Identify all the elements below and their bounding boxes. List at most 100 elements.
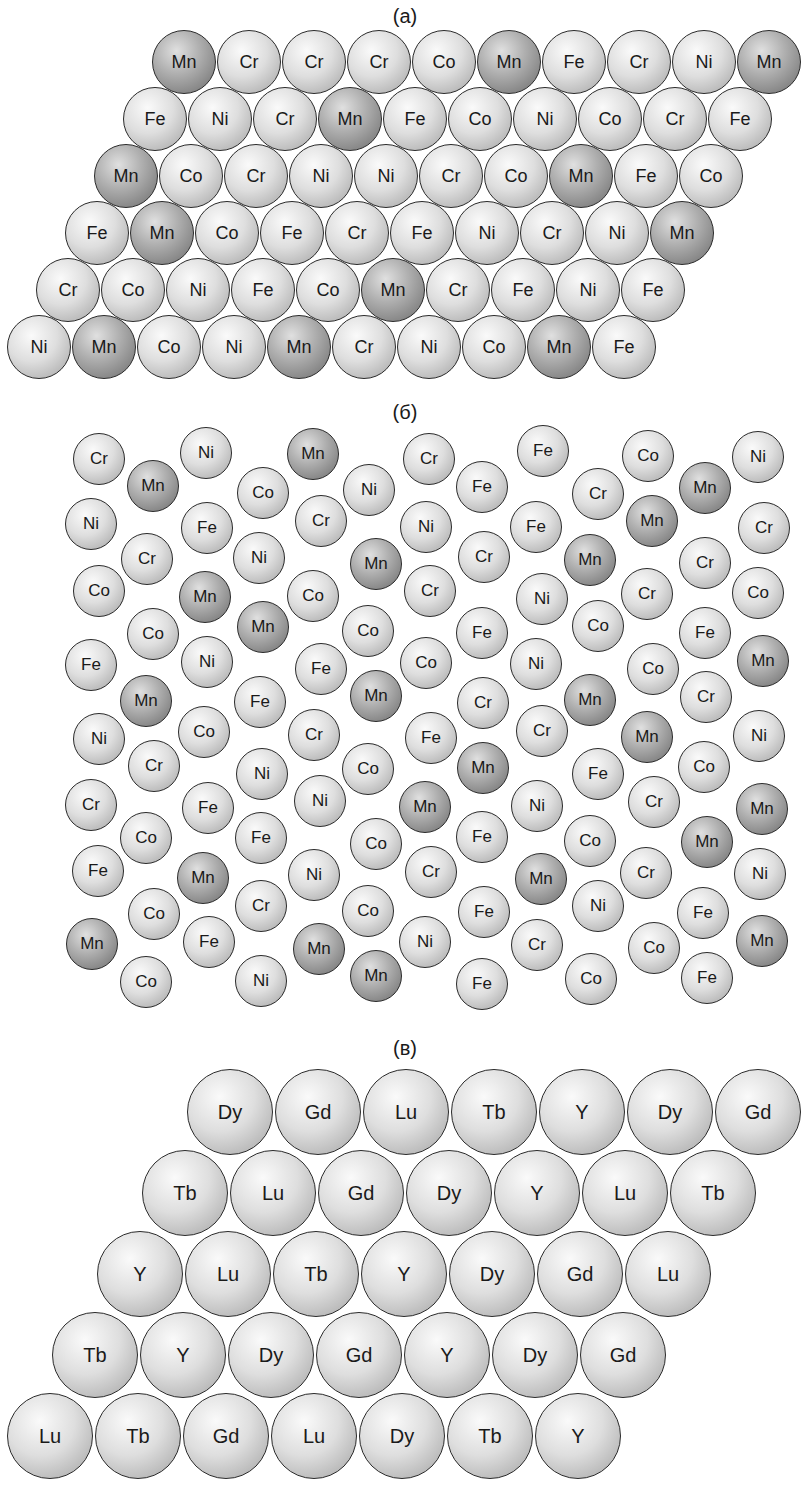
element-symbol: Fe <box>311 659 331 679</box>
element-symbol: Ni <box>190 280 207 301</box>
atom-circle: Dy <box>492 1312 578 1398</box>
element-symbol: Y <box>530 1182 543 1205</box>
element-symbol: Co <box>699 166 722 187</box>
atom-circle: Fe <box>260 201 324 265</box>
atom-circle: Fe <box>456 811 508 863</box>
element-symbol: Mn <box>750 799 774 819</box>
atom-circle: Mn <box>293 923 345 975</box>
atom-circle: Ni <box>732 431 784 483</box>
element-symbol: Mn <box>191 868 215 888</box>
element-symbol: Lu <box>395 1101 417 1124</box>
atom-circle: Ni <box>233 532 285 584</box>
atom-circle: Co <box>296 258 360 322</box>
element-symbol: Fe <box>563 52 584 73</box>
atom-circle: Dy <box>627 1069 713 1155</box>
element-symbol: Cr <box>240 52 259 73</box>
atom-circle: Co <box>342 743 394 795</box>
element-symbol: Co <box>316 280 339 301</box>
atom-circle: Co <box>564 815 616 867</box>
element-symbol: Co <box>357 759 379 779</box>
atom-circle: Y <box>361 1231 447 1317</box>
atom-circle: Cr <box>224 144 288 208</box>
element-symbol: Mn <box>171 52 196 73</box>
element-symbol: Ni <box>312 791 328 811</box>
element-symbol: Y <box>575 1101 588 1124</box>
atom-circle: Co <box>127 608 179 660</box>
atom-circle: Gd <box>183 1393 269 1479</box>
panel-label: (в) <box>393 1037 417 1060</box>
element-symbol: Cr <box>638 584 656 604</box>
atom-circle: Fe <box>572 748 624 800</box>
atom-circle: Mn <box>527 315 591 379</box>
atom-circle: Cr <box>628 776 680 828</box>
element-symbol: Cr <box>645 792 663 812</box>
element-symbol: Tb <box>482 1101 505 1124</box>
atom-circle: Mn <box>681 816 733 868</box>
element-symbol: Y <box>440 1344 453 1367</box>
atom-circle: Fe <box>390 201 454 265</box>
atom-circle: Cr <box>419 144 483 208</box>
atom-circle: Co <box>178 706 230 758</box>
element-symbol: Ni <box>528 654 544 674</box>
atom-circle: Fe <box>295 643 347 695</box>
element-symbol: Ni <box>751 726 767 746</box>
element-symbol: Fe <box>474 902 494 922</box>
element-symbol: Fe <box>613 337 634 358</box>
element-symbol: Fe <box>472 827 492 847</box>
atom-circle: Mn <box>267 315 331 379</box>
element-symbol: Mn <box>307 939 331 959</box>
atom-circle: Mn <box>120 675 172 727</box>
element-symbol: Lu <box>303 1425 325 1448</box>
element-symbol: Tb <box>83 1344 106 1367</box>
element-symbol: Fe <box>251 828 271 848</box>
atom-circle: Tb <box>451 1069 537 1155</box>
element-symbol: Co <box>135 828 157 848</box>
element-symbol: Mn <box>413 797 437 817</box>
atom-circle: Dy <box>406 1150 492 1236</box>
element-symbol: Mn <box>756 52 781 73</box>
element-symbol: Co <box>142 624 164 644</box>
atom-circle: Fe <box>542 30 606 94</box>
element-symbol: Fe <box>198 798 218 818</box>
atom-circle: Fe <box>456 607 508 659</box>
element-symbol: Co <box>143 904 165 924</box>
atom-circle: Cr <box>620 847 672 899</box>
element-symbol: Dy <box>480 1263 504 1286</box>
atom-circle: Cr <box>325 201 389 265</box>
atom-circle: Ni <box>235 955 287 1007</box>
element-symbol: Co <box>580 969 602 989</box>
atom-circle: Y <box>539 1069 625 1155</box>
element-symbol: Mn <box>750 931 774 951</box>
atom-circle: Cr <box>572 468 624 520</box>
atom-circle: Y <box>140 1312 226 1398</box>
atom-circle: Mn <box>318 87 382 151</box>
atom-circle: Y <box>535 1393 621 1479</box>
element-symbol: Fe <box>695 623 715 643</box>
element-symbol: Mn <box>364 966 388 986</box>
element-symbol: Ni <box>306 865 322 885</box>
element-symbol: Ni <box>198 443 214 463</box>
element-symbol: Tb <box>478 1425 501 1448</box>
atom-circle: Ni <box>288 849 340 901</box>
element-symbol: Co <box>215 223 238 244</box>
atom-circle: Gd <box>537 1231 623 1317</box>
atom-circle: Ni <box>511 780 563 832</box>
atom-circle: Fe <box>681 952 733 1004</box>
element-symbol: Cr <box>305 725 323 745</box>
element-symbol: Cr <box>528 935 546 955</box>
atom-circle: Tb <box>142 1150 228 1236</box>
element-symbol: Fe <box>693 903 713 923</box>
element-symbol: Mn <box>546 337 571 358</box>
element-symbol: Fe <box>421 728 441 748</box>
atom-circle: Co <box>128 888 180 940</box>
atom-circle: Gd <box>318 1150 404 1236</box>
element-symbol: Co <box>504 166 527 187</box>
atom-circle: Fe <box>679 607 731 659</box>
atom-circle: Ni <box>343 464 395 516</box>
element-symbol: Mn <box>80 934 104 954</box>
atom-circle: Cr <box>520 201 584 265</box>
element-symbol: Dy <box>658 1101 682 1124</box>
element-symbol: Mn <box>693 478 717 498</box>
atom-circle: Mn <box>350 538 402 590</box>
element-symbol: Co <box>642 659 664 679</box>
